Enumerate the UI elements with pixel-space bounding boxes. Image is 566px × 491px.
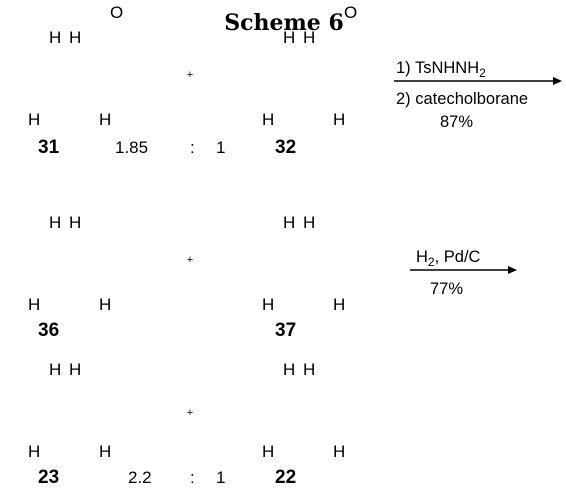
ratio-left: 1.85 xyxy=(115,138,148,157)
svg-text:H: H xyxy=(262,110,274,129)
svg-text:H: H xyxy=(283,360,295,379)
svg-text:H: H xyxy=(262,442,274,461)
svg-text:H: H xyxy=(283,28,295,47)
arrow2-yield: 77% xyxy=(430,280,463,298)
svg-text:H: H xyxy=(28,110,40,129)
arrow1-step2: 2) catecholborane xyxy=(396,90,528,108)
compound-label-23: 23 xyxy=(38,467,59,488)
compound-31-structure: H H O H H xyxy=(6,3,126,129)
compound-36-structure: H H H H xyxy=(6,213,126,314)
arrow1-step1: 1) TsNHNH2 xyxy=(396,59,486,80)
svg-text:H: H xyxy=(99,442,111,461)
svg-text:H: H xyxy=(49,28,61,47)
svg-text:H: H xyxy=(283,213,295,232)
ratio-right: 1 xyxy=(216,468,225,487)
ratio-colon: : xyxy=(190,138,195,157)
svg-text:H: H xyxy=(28,295,40,314)
svg-text:H: H xyxy=(69,360,81,379)
plus-sign: + xyxy=(187,254,193,266)
arrow-head-2 xyxy=(508,266,517,274)
svg-text:H: H xyxy=(303,28,315,47)
arrow1-yield: 87% xyxy=(440,113,473,131)
compound-label-32: 32 xyxy=(275,137,296,158)
svg-text:O: O xyxy=(344,3,357,22)
scheme-title: Scheme 6 xyxy=(224,10,344,36)
compound-label-36: 36 xyxy=(38,320,59,341)
svg-text:H: H xyxy=(99,295,111,314)
svg-text:O: O xyxy=(110,3,123,22)
svg-text:H: H xyxy=(69,213,81,232)
plus-sign: + xyxy=(187,69,193,81)
svg-text:H: H xyxy=(333,442,345,461)
compound-22-structure: H H H H xyxy=(240,360,360,461)
ratio-right: 1 xyxy=(216,138,225,157)
arrow-head-1 xyxy=(553,77,562,85)
svg-text:H: H xyxy=(49,360,61,379)
svg-text:H: H xyxy=(303,360,315,379)
plus-sign: + xyxy=(187,407,193,419)
svg-text:H: H xyxy=(333,110,345,129)
svg-text:H: H xyxy=(69,28,81,47)
svg-text:H: H xyxy=(99,110,111,129)
compound-32-structure: H H O H H xyxy=(240,3,360,129)
svg-text:H: H xyxy=(262,295,274,314)
ratio-left: 2.2 xyxy=(128,468,152,487)
compound-37-structure: H H H H xyxy=(240,213,360,314)
arrow2-reagent: H2, Pd/C xyxy=(416,248,481,269)
compound-label-37: 37 xyxy=(275,320,296,341)
svg-text:H: H xyxy=(28,442,40,461)
compound-label-31: 31 xyxy=(38,137,60,158)
compound-label-22: 22 xyxy=(275,467,296,488)
svg-text:H: H xyxy=(303,213,315,232)
ratio-colon: : xyxy=(190,468,195,487)
svg-text:H: H xyxy=(333,295,345,314)
compound-23-structure: H H H H xyxy=(6,360,126,461)
svg-text:H: H xyxy=(49,213,61,232)
